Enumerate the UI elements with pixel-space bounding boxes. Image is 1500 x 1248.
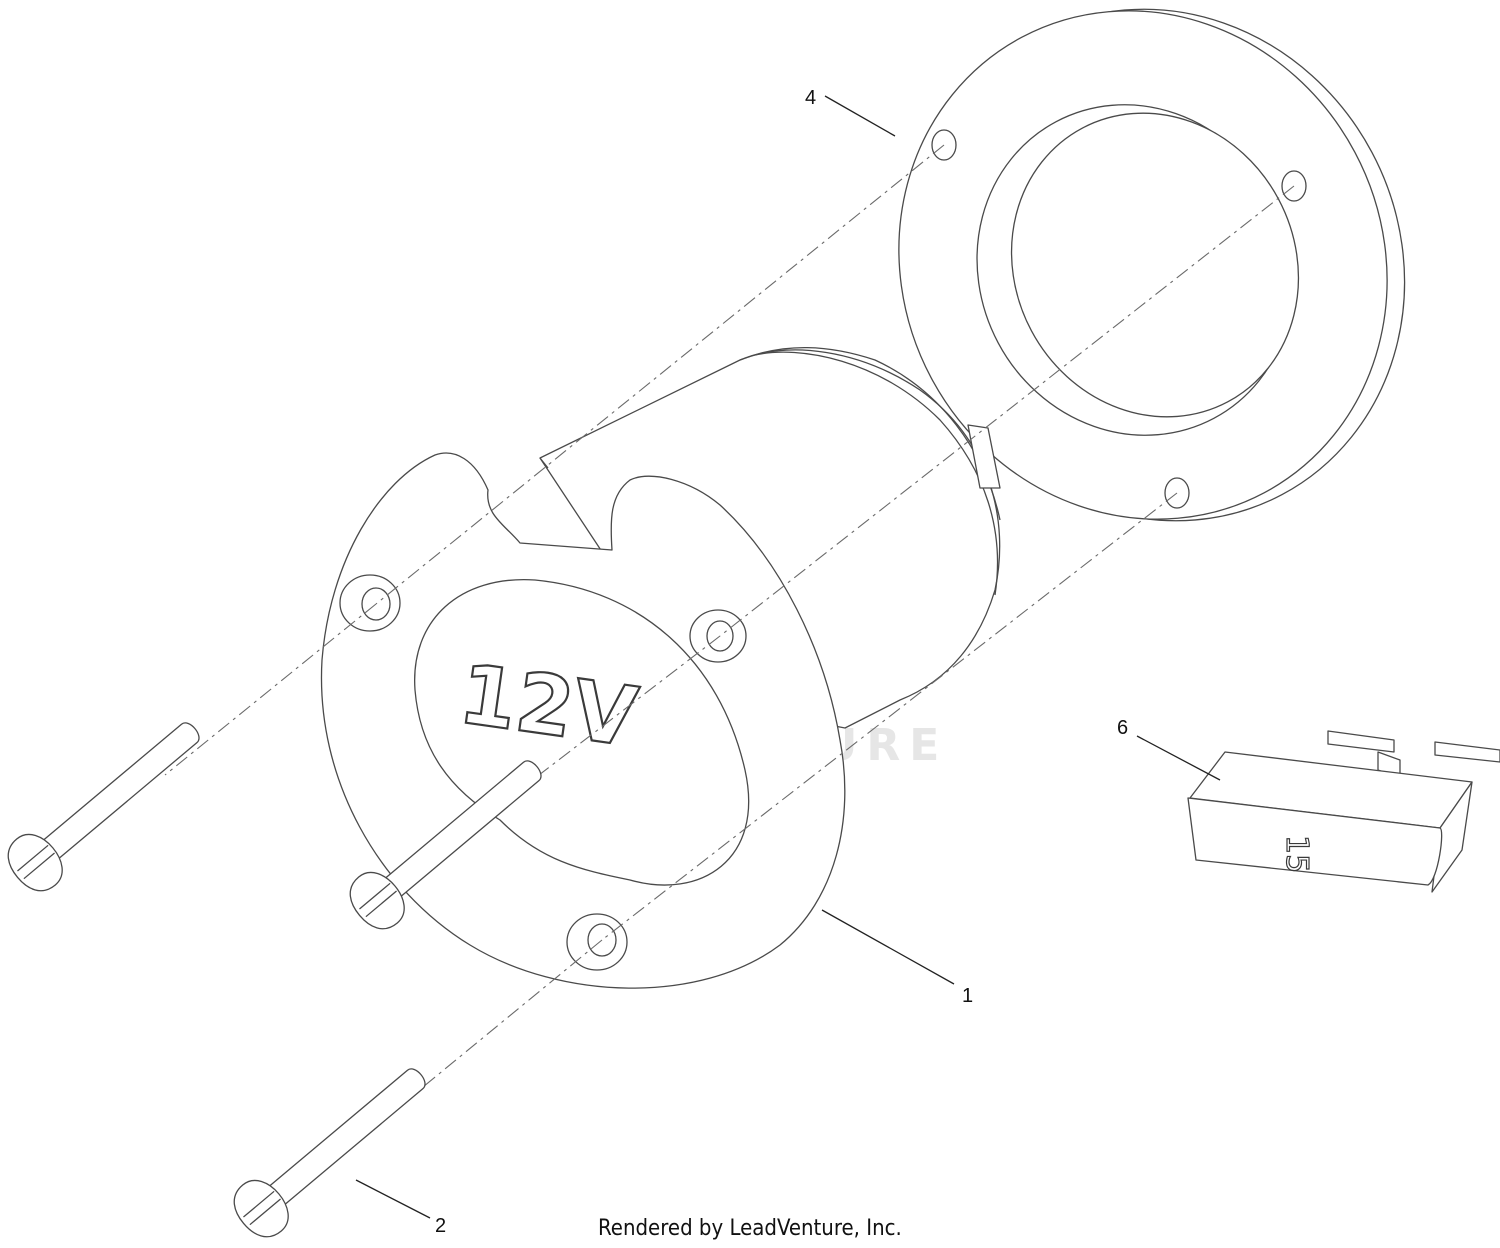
part-2-screw bbox=[233, 1068, 426, 1238]
part-4-flange-ring bbox=[898, 8, 1406, 522]
part-2-screw bbox=[349, 760, 542, 930]
part-6-blade-fuse: 15 bbox=[1187, 730, 1500, 893]
part-1-socket-body bbox=[539, 346, 1001, 729]
rendered-by-footer: Rendered by LeadVenture, Inc. bbox=[598, 1216, 902, 1241]
callout-4: 4 bbox=[805, 87, 896, 137]
callout-6: 6 bbox=[1117, 717, 1221, 781]
fuse-rating-marking: 15 bbox=[1279, 835, 1314, 873]
callout-1: 1 bbox=[821, 909, 973, 1007]
mounting-hole-icon bbox=[689, 609, 747, 663]
svg-text:4: 4 bbox=[805, 87, 816, 109]
mounting-hole-icon bbox=[339, 574, 401, 632]
svg-text:6: 6 bbox=[1117, 717, 1128, 739]
assembly-axis-lines bbox=[164, 144, 1295, 1111]
mounting-hole-icon bbox=[566, 913, 628, 971]
callout-2: 2 bbox=[355, 1179, 446, 1237]
part-2-screw bbox=[7, 722, 200, 892]
part-1-face-plate: 12V bbox=[320, 452, 846, 989]
svg-text:1: 1 bbox=[962, 985, 973, 1007]
svg-text:2: 2 bbox=[435, 1215, 446, 1237]
